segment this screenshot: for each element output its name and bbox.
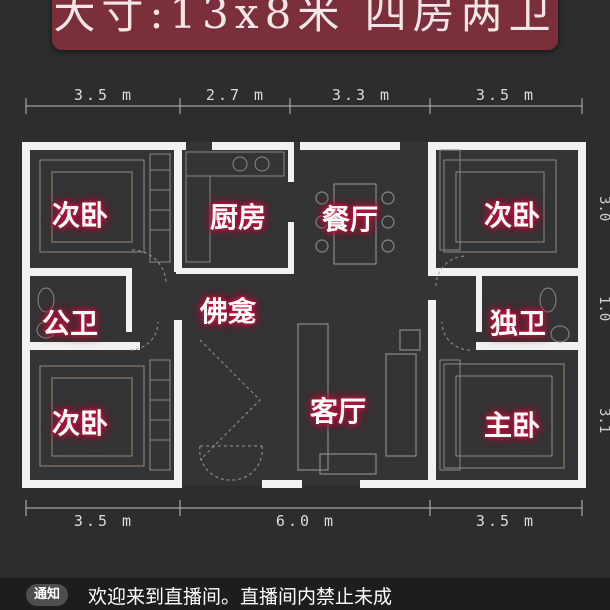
dim-bottom-1: 3.5 m bbox=[73, 512, 135, 530]
dim-bottom-3: 3.5 m bbox=[475, 512, 537, 530]
room-label-dining: 餐厅 bbox=[322, 203, 379, 236]
dim-right-1: 3.0 bbox=[596, 196, 610, 222]
dim-right-2: 1.0 bbox=[596, 296, 610, 322]
dim-top-4: 3.5 m bbox=[475, 86, 537, 104]
dim-right-3: 3.1 bbox=[596, 408, 610, 434]
notice-tag: 通知 bbox=[26, 584, 69, 606]
dining-table bbox=[315, 183, 395, 265]
room-label-bedroom-bottom-left: 次卧 bbox=[52, 407, 109, 440]
top-dimension-lines bbox=[25, 98, 583, 114]
room-label-ensuite-bathroom: 独卫 bbox=[490, 307, 547, 340]
bed-furniture bbox=[39, 159, 565, 469]
room-label-bedroom-top-left: 次卧 bbox=[52, 199, 109, 232]
room-label-shrine: 佛龛 bbox=[200, 295, 257, 328]
toilet-fixtures bbox=[36, 287, 570, 343]
room-label-public-bathroom: 公卫 bbox=[42, 307, 99, 340]
kitchen-counter bbox=[185, 151, 285, 263]
door-swings bbox=[129, 249, 471, 481]
bottom-dimension-lines bbox=[25, 500, 583, 516]
plan-title: 大寸:13x8米 四房两卫 bbox=[53, 0, 557, 38]
notice-text: 欢迎来到直播间。直播间内禁止未成 bbox=[88, 586, 393, 608]
live-notice-bar bbox=[0, 578, 610, 610]
room-label-bedroom-top-right: 次卧 bbox=[484, 199, 541, 232]
dim-top-1: 3.5 m bbox=[73, 86, 135, 104]
dim-top-3: 3.3 m bbox=[331, 86, 393, 104]
dim-top-2: 2.7 m bbox=[205, 86, 267, 104]
floor-area bbox=[26, 142, 582, 486]
living-room-furniture bbox=[297, 323, 421, 475]
wardrobes bbox=[149, 149, 461, 471]
room-label-kitchen: 厨房 bbox=[210, 201, 267, 234]
title-banner: 大寸:13x8米 四房两卫 bbox=[52, 0, 558, 50]
dim-bottom-2: 6.0 m bbox=[275, 512, 337, 530]
room-label-master-bedroom: 主卧 bbox=[484, 409, 541, 442]
walls bbox=[22, 142, 586, 488]
room-label-living-room: 客厅 bbox=[310, 395, 367, 428]
